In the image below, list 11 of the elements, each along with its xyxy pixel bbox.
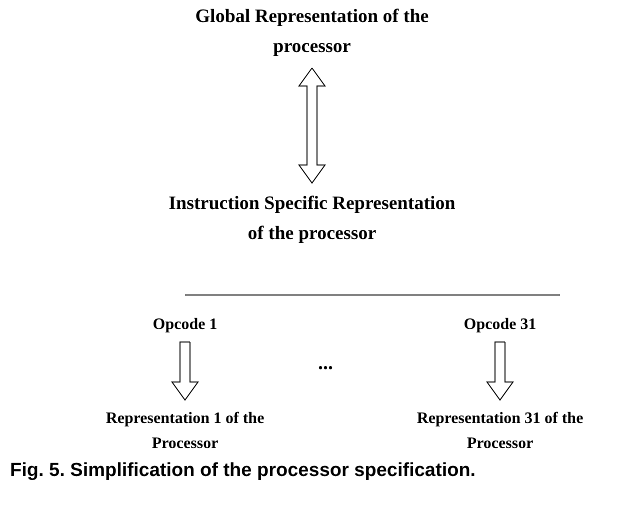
block-arrow — [171, 342, 199, 401]
figure-caption: Fig. 5. Simplification of the processor specification. — [10, 459, 477, 483]
node-text: Representation 1 of the Processor — [85, 406, 285, 456]
node-text: Opcode 31 — [440, 314, 560, 336]
block-arrow — [298, 67, 326, 184]
node-text: Global Representation of the processor — [192, 2, 432, 62]
node-text: Representation 31 of the Processor — [395, 406, 605, 456]
block-arrow — [486, 342, 514, 401]
ellipsis-text: ... — [318, 352, 333, 375]
node-text: Opcode 1 — [130, 314, 240, 336]
node-text: Instruction Specific Representation of the processor — [162, 189, 462, 249]
